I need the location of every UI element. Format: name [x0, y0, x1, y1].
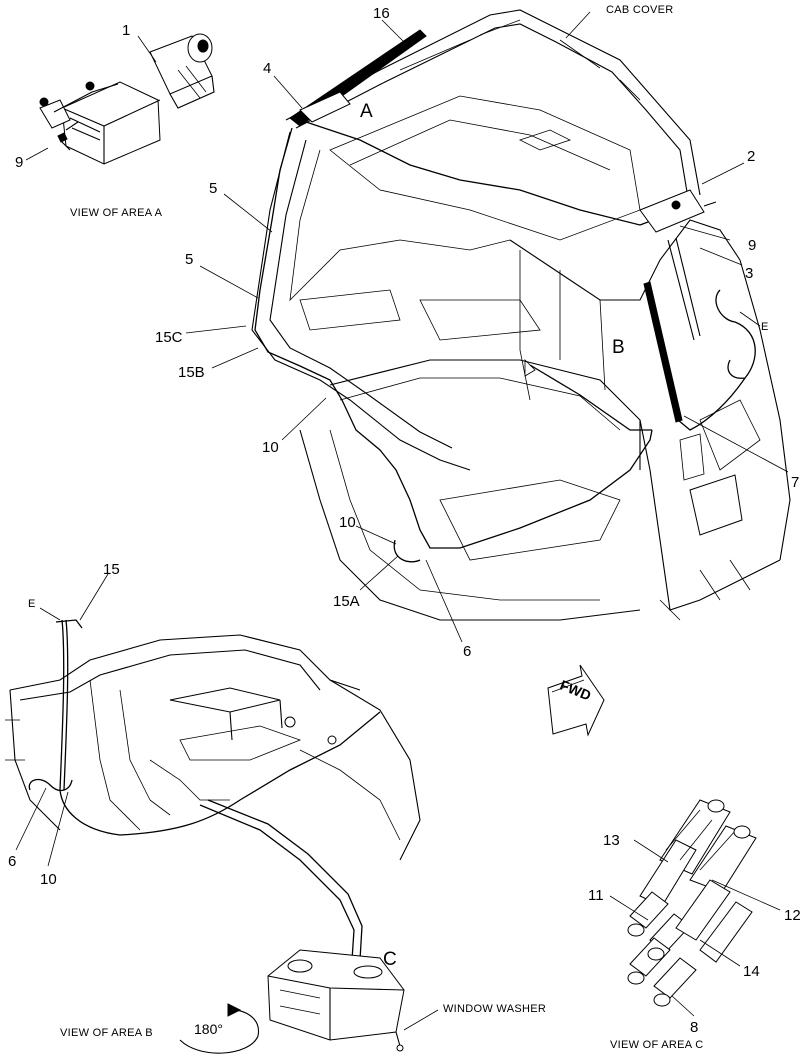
callout-15a: 15A — [333, 593, 360, 610]
callout-6-main: 6 — [463, 643, 471, 660]
callout-10-main: 10 — [262, 439, 279, 456]
view-b-drawing — [5, 619, 421, 1054]
caption-rotation: 180° — [194, 1021, 223, 1037]
area-letter-e-view-b: E — [28, 598, 36, 610]
caption-cab-cover: CAB COVER — [606, 4, 674, 16]
captions: CAB COVER VIEW OF AREA A VIEW OF AREA B … — [60, 4, 703, 1051]
callout-7: 7 — [791, 474, 799, 491]
caption-view-a: VIEW OF AREA A — [70, 207, 163, 219]
area-letter-b: B — [612, 337, 625, 358]
callout-6-view-b: 6 — [8, 853, 16, 870]
area-letters: A B C E E — [28, 101, 769, 970]
callout-15b: 15B — [178, 364, 205, 381]
caption-window-washer: WINDOW WASHER — [443, 1003, 546, 1015]
callout-14: 14 — [743, 963, 760, 980]
callout-9-view-a: 9 — [15, 154, 23, 171]
caption-view-c: VIEW OF AREA C — [610, 1039, 703, 1051]
callout-labels: 1 2 3 4 5 5 6 6 7 8 9 9 10 10 10 11 12 1… — [8, 5, 801, 1036]
callout-2: 2 — [747, 148, 755, 165]
callout-11: 11 — [588, 887, 604, 904]
callout-1: 1 — [122, 22, 130, 39]
view-a-wiper-motor — [39, 33, 215, 165]
leader-lines — [15, 11, 789, 1031]
callout-5-lower: 5 — [185, 251, 193, 268]
callout-9-main: 9 — [748, 237, 756, 254]
callout-10-view-b: 10 — [40, 871, 57, 888]
callout-12: 12 — [784, 907, 801, 924]
callout-13: 13 — [603, 832, 620, 849]
callout-8: 8 — [690, 1019, 698, 1036]
callout-3: 3 — [745, 265, 753, 282]
view-c-nozzles — [627, 799, 757, 1007]
callout-15c: 15C — [155, 329, 183, 346]
callout-10-clip: 10 — [339, 514, 356, 531]
callout-4: 4 — [263, 60, 271, 77]
fwd-arrow — [547, 664, 605, 737]
area-letter-c: C — [383, 949, 397, 970]
callout-15: 15 — [103, 561, 120, 578]
caption-view-b: VIEW OF AREA B — [60, 1027, 153, 1039]
callout-16: 16 — [373, 5, 390, 22]
callout-5-upper: 5 — [209, 180, 217, 197]
cab-cover-drawing — [251, 9, 791, 621]
area-letter-e-main: E — [761, 321, 769, 333]
area-letter-a: A — [360, 101, 373, 122]
